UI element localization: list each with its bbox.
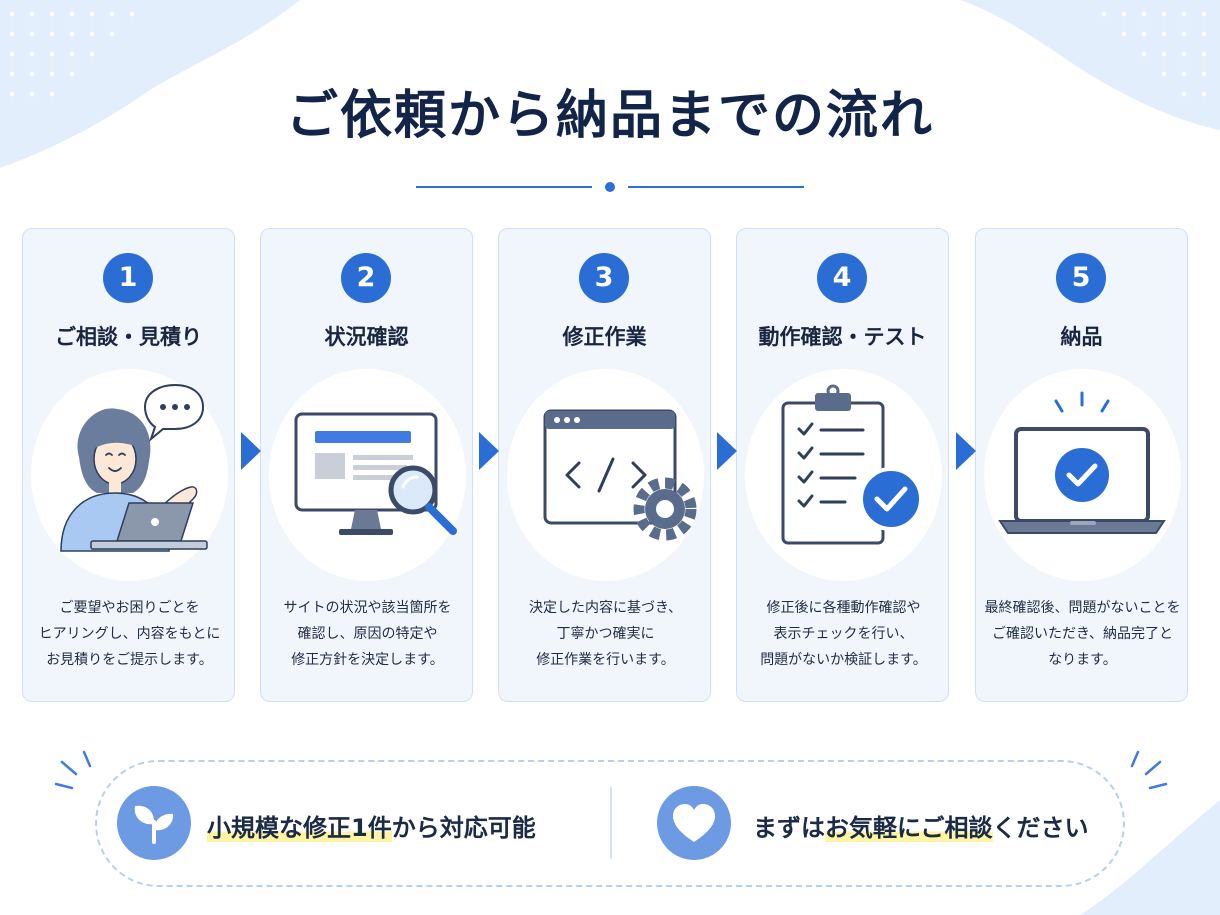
title-divider [416,180,804,194]
banner-text-right: まずはお気軽にご相談ください [753,814,1089,842]
sparkle-lines-icon [1130,750,1168,790]
step-number-badge: 4 [817,253,867,303]
page-title: ご依頼から納品までの流れ [285,86,934,146]
step-card-4: 4 動作確認・テスト 修正後に各種動作確認や 表示チェックを行い、 問題がないか… [736,228,949,702]
step-description: サイトの状況や該当箇所を 確認し、原因の特定や 修正方針を決定します。 [283,600,452,668]
consultation-person-laptop-icon [60,383,208,552]
arrow-right-icon [717,432,737,470]
step-number-badge: 2 [341,253,391,303]
arrow-right-icon [479,432,499,470]
step-number-badge: 3 [579,253,629,303]
step-card-1: 1 ご相談・見積り ご要望やお困りごとを ヒアリングし、内容をもとに お見積りを… [22,228,235,702]
step-title: 納品 [1060,325,1103,349]
arrow-right-icon [241,432,261,470]
step-title: 動作確認・テスト [758,325,927,349]
step-title: 修正作業 [562,325,647,349]
banner-text-left: 小規模な修正1件から対応可能 [207,814,536,842]
background-blob-top-left [0,0,300,168]
background-blob-top-right [960,0,1220,130]
banner-icon-left [117,786,191,860]
step-description: ご要望やお困りごとを ヒアリングし、内容をもとに お見積りをご提示します。 [38,600,221,668]
arrow-right-icon [956,432,976,470]
heart-icon [673,804,715,842]
step-card-3: 3 修正作業 決定した内容に基づき、 丁寧かつ確実に 修正作業を行います。 [498,228,711,702]
clipboard-checklist-icon [781,384,923,545]
banner-icon-right [657,786,731,860]
dot-pattern-right [1101,11,1207,97]
step-description: 決定した内容に基づき、 丁寧かつ確実に 修正作業を行います。 [528,600,683,668]
feature-banner: 小規模な修正1件から対応可能 まずはお気軽にご相談ください [95,760,1125,887]
monitor-magnifier-icon [294,412,457,535]
step-title: 状況確認 [324,325,409,349]
laptop-check-icon [998,391,1166,534]
step-card-5: 5 納品 最終確認後、問題がないことを ご確認いただき、納品完了と なります。 [975,228,1188,702]
sparkle-lines-icon [54,750,92,790]
step-description: 修正後に各種動作確認や 表示チェックを行い、 問題がないか検証します。 [760,600,927,668]
dot-pattern-left [9,11,135,97]
step-number-badge: 5 [1056,253,1106,303]
sprout-icon [134,805,174,844]
background-blob-bottom-right [1080,800,1220,915]
step-title: ご相談・見積り [55,325,202,349]
step-number-badge: 1 [103,253,153,303]
code-window-gear-icon [543,409,697,541]
step-card-2: 2 状況確認 サイトの状況や該当箇所を 確認し、原因の特定や 修正方針を決定しま… [260,228,473,702]
banner-separator [610,787,612,859]
step-description: 最終確認後、問題がないことを ご確認いただき、納品完了と なります。 [984,600,1181,668]
